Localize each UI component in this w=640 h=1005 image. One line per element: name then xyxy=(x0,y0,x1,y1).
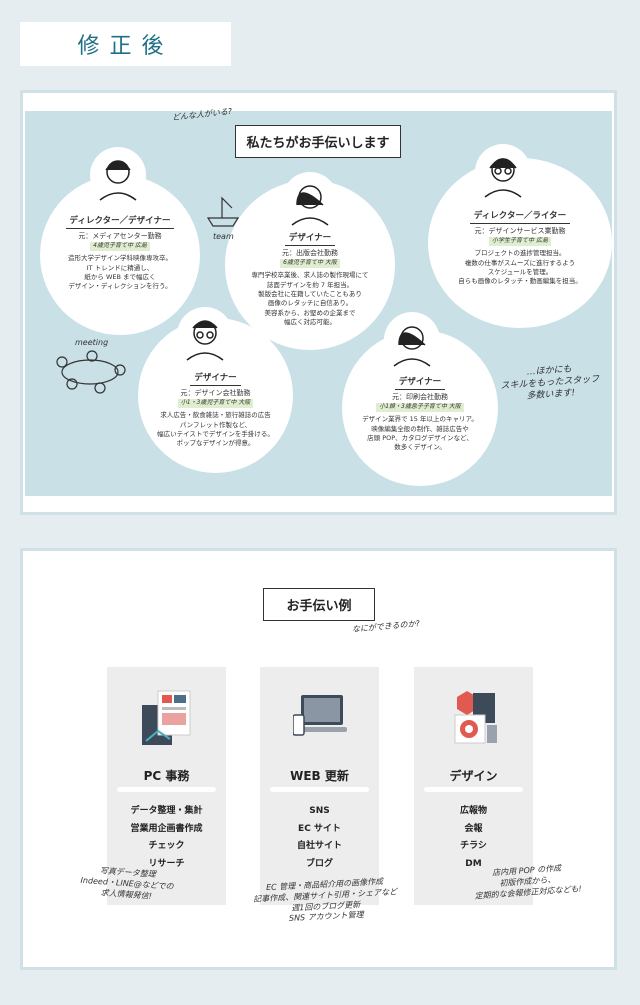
design-icon xyxy=(454,691,497,744)
avatar-icon xyxy=(384,312,440,368)
team-label: team xyxy=(213,232,234,241)
member-profile: 小1・3歳児子育て中 大阪 xyxy=(177,399,254,409)
member-profile: 小学生子育て中 広島 xyxy=(489,237,551,247)
team-heading: 私たちがお手伝いします xyxy=(235,125,401,158)
card-item: 自社サイト xyxy=(296,841,342,851)
member-bio: デザイン業界で 15 年以上のキャリア。 映像編集全般の制作、雑誌広告や 店頭 … xyxy=(362,415,478,452)
card-item: 広報物 xyxy=(459,806,487,816)
examples-heading: お手伝い例 xyxy=(263,588,375,621)
card-title: デザイン xyxy=(449,769,498,783)
member-role: デザイナー xyxy=(190,372,241,387)
member-profile: 小1娘・3歳息子子育て中 大阪 xyxy=(376,403,464,413)
avatar-icon xyxy=(177,307,233,363)
card-item: チェック xyxy=(148,841,185,851)
web-devices-icon xyxy=(293,695,347,736)
member-previous: 元：出版会社勤務 xyxy=(282,249,338,258)
example-card-web: WEB 更新 SNS EC サイト自社サイトブログ xyxy=(260,667,379,905)
card-title: WEB 更新 xyxy=(290,769,349,783)
member-role: ディレクター／デザイナー xyxy=(65,215,175,230)
member-previous: 元：メディアセンター勤務 xyxy=(78,232,162,241)
avatar-icon xyxy=(282,172,338,228)
member-role: デザイナー xyxy=(284,232,336,247)
member-profile: 6歳児子育て中 大阪 xyxy=(280,259,340,269)
card-item: チラシ xyxy=(460,841,487,851)
avatar-icon xyxy=(90,147,146,203)
card-title: PC 事務 xyxy=(143,769,190,783)
member-bio: 専門学校卒業後、求人誌の製作現場にて 誌面デザインを約 7 年担当。 製版会社に… xyxy=(251,271,369,327)
member-profile: 4歳児子育て中 広島 xyxy=(90,242,150,252)
pc-office-icon xyxy=(142,690,191,745)
meeting-label: meeting xyxy=(75,338,109,347)
more-staff-note: …ほかにも スキルをもったスタッフ 多数います! xyxy=(500,364,600,402)
avatar-icons xyxy=(56,144,531,394)
member-previous: 元：デザインサービス業勤務 xyxy=(474,227,566,236)
member-bio: プロジェクトの進捗管理担当。 複数の仕事がスムーズに進行するよう スケジュールを… xyxy=(458,249,582,286)
card-item: ブログ xyxy=(305,858,333,869)
member-role: ディレクター／ライター xyxy=(469,210,571,225)
card-item: リサーチ xyxy=(148,858,185,869)
page-title: 修正後 xyxy=(20,22,231,66)
member-bio: 造形大学デザイン学科映像専攻卒。 IT トレンドに精通し、 紙から WEB まで… xyxy=(68,254,172,291)
example-card-design: デザイン 広報物会報チラシ DM xyxy=(414,667,533,905)
member-role: デザイナー xyxy=(394,376,446,391)
card-item: データ整理・集計 xyxy=(130,806,203,816)
meeting-people-icon xyxy=(56,350,126,394)
card-item: 営業用企画書作成 xyxy=(130,823,203,834)
example-card-pc: PC 事務 データ整理・集計営業用企画書作成チェックリサーチ xyxy=(107,667,226,905)
member-previous: 元：印刷会社勤務 xyxy=(392,393,448,402)
card-item: 会報 xyxy=(464,823,483,834)
web-note: EC 管理・商品紹介用の画像作成 記事作成、関連サイト引用・シェアなど 週1回の… xyxy=(253,876,398,924)
avatar-icon xyxy=(475,144,531,200)
team-boat-icon xyxy=(206,196,240,227)
card-item: EC サイト xyxy=(298,823,341,834)
member-previous: 元：デザイン会社勤務 xyxy=(180,389,251,398)
card-item: DM xyxy=(465,858,482,869)
member-bio: 求人広告・飲食雑誌・旅行雑誌の広告 パンフレット作製など、 幅広いテイストでデザ… xyxy=(157,411,274,448)
card-item: SNS xyxy=(309,806,330,816)
